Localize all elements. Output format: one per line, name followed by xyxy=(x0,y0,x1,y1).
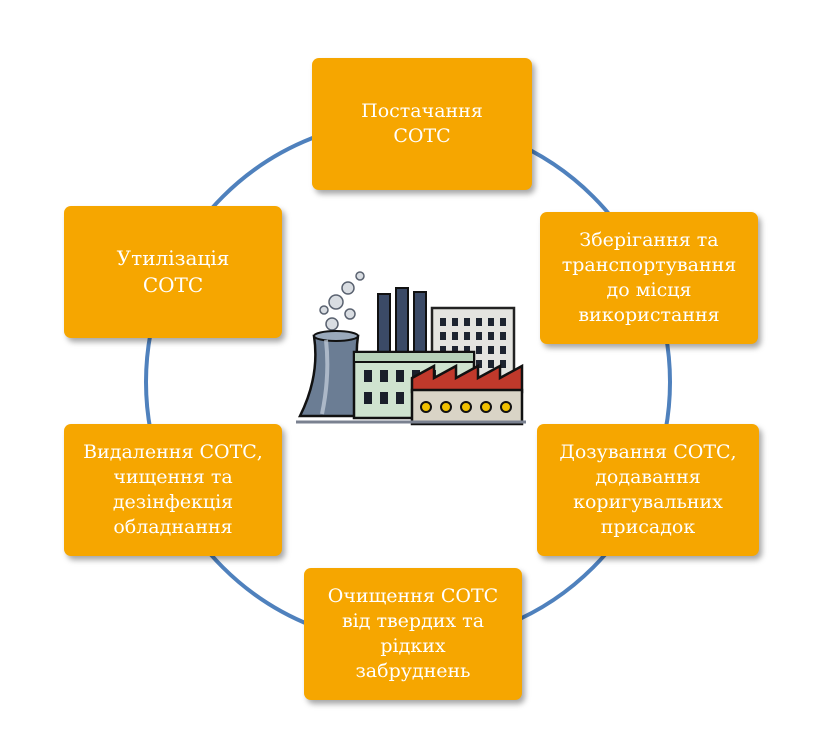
stage-removal: Видалення СОТС, чищення та дезінфекція о… xyxy=(64,424,282,556)
stage-storage-transport: Зберігання та транспортування до місця в… xyxy=(540,212,758,344)
factory-icon xyxy=(296,271,526,426)
stage-dosing: Дозування СОТС, додавання коригувальних … xyxy=(537,424,759,556)
stage-cleaning: Очищення СОТС від твердих та рідких забр… xyxy=(304,568,522,700)
stage-disposal: Утилізація СОТС xyxy=(64,206,282,338)
stage-supply: Постачання СОТС xyxy=(312,58,532,190)
